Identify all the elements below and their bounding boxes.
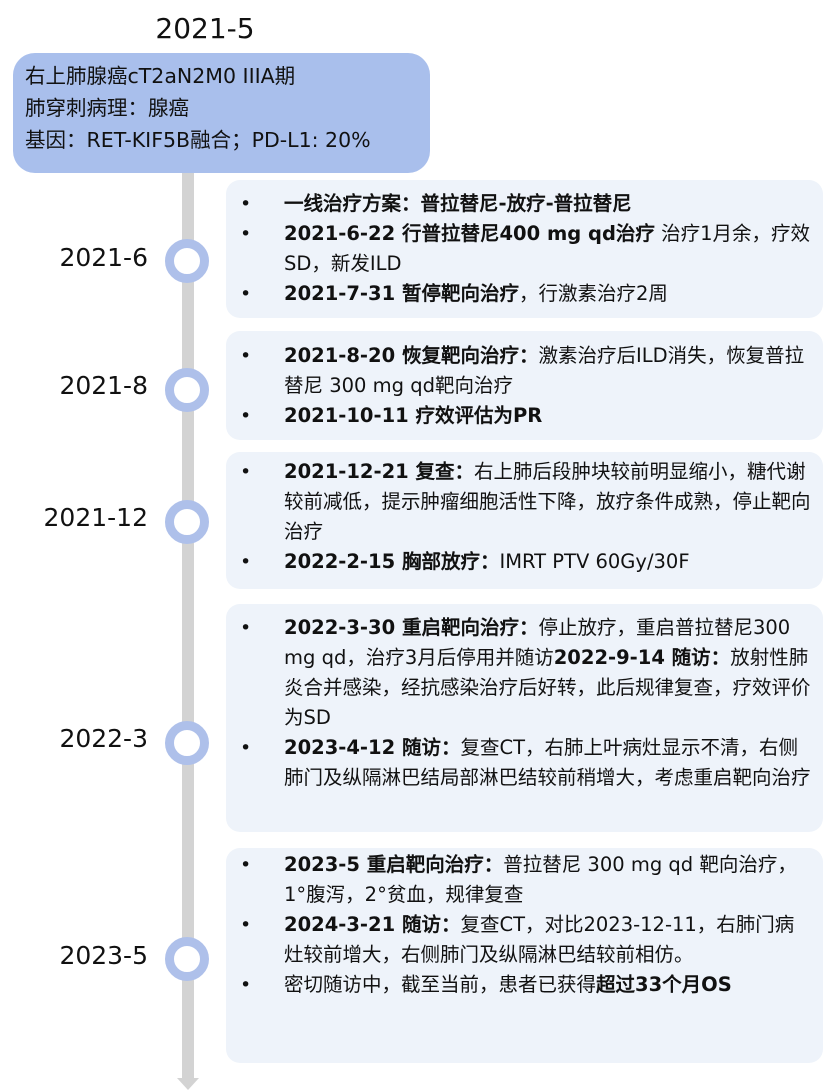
event-item: 2022-2-15 胸部放疗：IMRT PTV 60Gy/30F (226, 547, 823, 577)
event-list: 2021-8-20 恢复靶向治疗：激素治疗后ILD消失，恢复普拉替尼 300 m… (226, 341, 823, 431)
event-item-highlight: 2021-10-11 疗效评估为PR (284, 404, 543, 427)
timeline-arrow-icon (177, 1078, 199, 1090)
event-item: 2022-3-30 重启靶向治疗：停止放疗，重启普拉替尼300 mg qd，治疗… (226, 613, 823, 733)
event-item: 2023-4-12 随访：复查CT，右肺上叶病灶显示不清，右侧肺门及纵隔淋巴结局… (226, 733, 823, 793)
event-card: 2022-3-30 重启靶向治疗：停止放疗，重启普拉替尼300 mg qd，治疗… (226, 604, 823, 832)
event-item-text: 复查CT，右肺上叶病灶显示不清，右侧肺门及纵隔淋巴结局部淋巴结较前稍增大，考虑重… (284, 736, 811, 789)
event-item-highlight: 2021-6-22 行普拉替尼400 mg qd治疗 (284, 222, 655, 245)
diagnosis-box: 右上肺腺癌cT2aN2M0 IIIA期 肺穿刺病理：腺癌 基因：RET-KIF5… (13, 53, 430, 173)
event-item-text: 密切随访中，截至当前，患者已获得 (284, 973, 597, 996)
event-item-highlight: 2022-2-15 胸部放疗： (284, 550, 500, 573)
event-item-text: ，行激素治疗2周 (518, 282, 668, 305)
event-list: 2023-5 重启靶向治疗：普拉替尼 300 mg qd 靶向治疗，1°腹泻，2… (226, 850, 823, 1000)
timeline-node (165, 937, 209, 981)
event-card: 2023-5 重启靶向治疗：普拉替尼 300 mg qd 靶向治疗，1°腹泻，2… (226, 848, 823, 1063)
event-item: 2021-7-31 暂停靶向治疗，行激素治疗2周 (226, 279, 823, 309)
event-date-2021-6: 2021-6 (59, 243, 148, 272)
event-item-highlight: 2023-5 重启靶向治疗： (284, 853, 504, 876)
event-item-text: 右上肺后段肿块较前明显缩小，糖代谢较前减低，提示肿瘤细胞活性下降，放疗条件成熟，… (284, 460, 811, 543)
event-item: 2021-6-22 行普拉替尼400 mg qd治疗 治疗1月余，疗效SD，新发… (226, 219, 823, 279)
event-item: 密切随访中，截至当前，患者已获得超过33个月OS (226, 970, 823, 1000)
event-item-highlight: 超过33个月OS (596, 973, 732, 996)
diagnosis-genetics: 基因：RET-KIF5B融合；PD-L1: 20% (25, 128, 371, 152)
event-item-highlight: 2021-7-31 暂停靶向治疗 (284, 282, 519, 305)
event-item-text: IMRT PTV 60Gy/30F (499, 550, 690, 573)
event-item: 2021-12-21 复查：右上肺后段肿块较前明显缩小，糖代谢较前减低，提示肿瘤… (226, 457, 823, 547)
event-item-text: 停止放疗，重启普拉替尼300 mg qd，治疗3月后停用并随访 (284, 616, 791, 669)
event-card: 一线治疗方案：普拉替尼-放疗-普拉替尼 2021-6-22 行普拉替尼400 mg… (226, 180, 823, 318)
event-item-highlight: 2023-4-12 随访： (284, 736, 461, 759)
start-date: 2021-5 (155, 12, 255, 45)
event-item-highlight: 2022-9-14 随访： (553, 646, 731, 669)
event-card: 2021-12-21 复查：右上肺后段肿块较前明显缩小，糖代谢较前减低，提示肿瘤… (226, 452, 823, 589)
event-item: 2021-8-20 恢复靶向治疗：激素治疗后ILD消失，恢复普拉替尼 300 m… (226, 341, 823, 401)
timeline-node (165, 500, 209, 544)
event-item-text: 普拉替尼 300 mg qd 靶向治疗，1°腹泻，2°贫血，规律复查 (284, 853, 797, 906)
event-item: 一线治疗方案：普拉替尼-放疗-普拉替尼 (226, 189, 823, 219)
event-item-highlight: 2021-12-21 复查： (284, 460, 475, 483)
event-item-highlight: 2024-3-21 随访： (284, 913, 461, 936)
event-card: 2021-8-20 恢复靶向治疗：激素治疗后ILD消失，恢复普拉替尼 300 m… (226, 331, 823, 440)
event-item-highlight: 2021-8-20 恢复靶向治疗： (284, 344, 539, 367)
event-list: 2022-3-30 重启靶向治疗：停止放疗，重启普拉替尼300 mg qd，治疗… (226, 613, 823, 793)
event-item-text: 治疗1月余，疗效SD，新发ILD (284, 222, 811, 275)
event-date-2023-5: 2023-5 (59, 941, 148, 970)
event-item-highlight: 2022-3-30 重启靶向治疗： (284, 616, 539, 639)
event-item: 2023-5 重启靶向治疗：普拉替尼 300 mg qd 靶向治疗，1°腹泻，2… (226, 850, 823, 910)
event-list: 2021-12-21 复查：右上肺后段肿块较前明显缩小，糖代谢较前减低，提示肿瘤… (226, 457, 823, 577)
diagnosis-stage: 右上肺腺癌cT2aN2M0 IIIA期 (25, 64, 296, 88)
event-item-text: 复查CT，对比2023-12-11，右肺门病灶较前增大，右侧肺门及纵隔淋巴结较前… (284, 913, 795, 966)
timeline-node (165, 239, 209, 283)
event-item: 2024-3-21 随访：复查CT，对比2023-12-11，右肺门病灶较前增大… (226, 910, 823, 970)
timeline-node (165, 721, 209, 765)
event-date-2021-8: 2021-8 (59, 371, 148, 400)
event-item-highlight: 一线治疗方案：普拉替尼-放疗-普拉替尼 (284, 192, 632, 215)
event-list: 一线治疗方案：普拉替尼-放疗-普拉替尼 2021-6-22 行普拉替尼400 mg… (226, 189, 823, 309)
event-item-text: 激素治疗后ILD消失，恢复普拉替尼 300 mg qd靶向治疗 (284, 344, 805, 397)
event-item-text: 放射性肺炎合并感染，经抗感染治疗后好转，此后规律复查，疗效评价为SD (284, 646, 811, 729)
timeline-node (165, 368, 209, 412)
event-item: 2021-10-11 疗效评估为PR (226, 401, 823, 431)
diagnosis-pathology: 肺穿刺病理：腺癌 (25, 96, 189, 120)
event-date-2022-3: 2022-3 (59, 724, 148, 753)
event-date-2021-12: 2021-12 (43, 503, 148, 532)
